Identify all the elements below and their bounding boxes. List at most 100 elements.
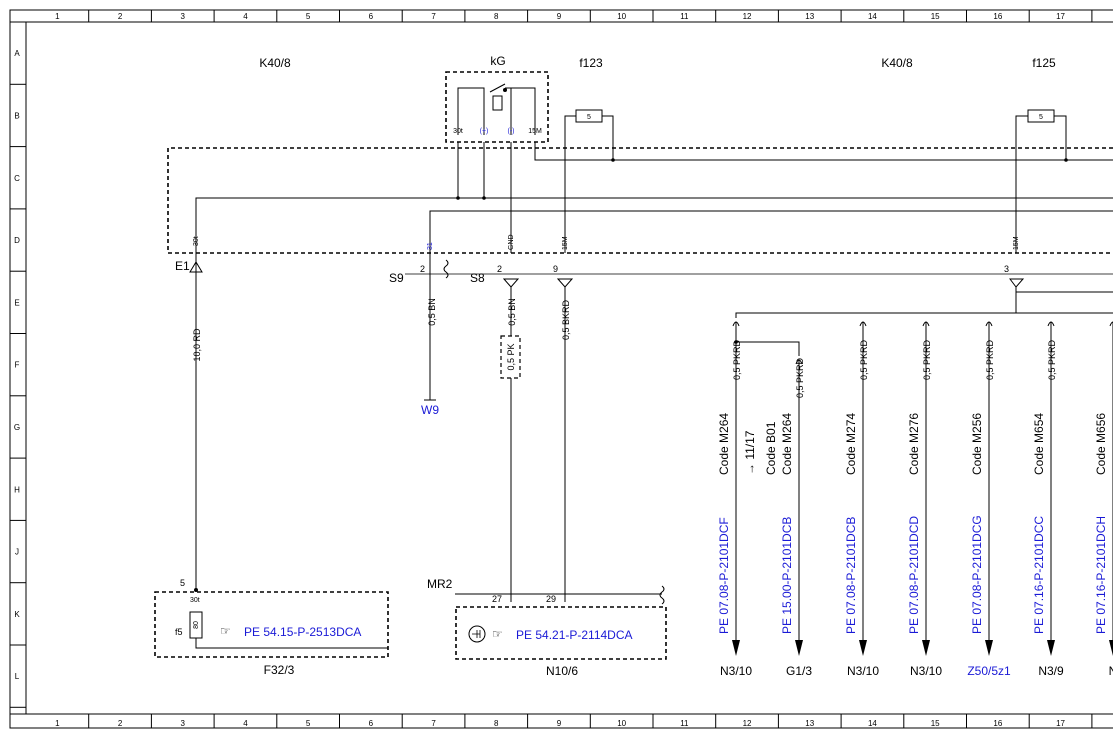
row-label: H <box>14 485 20 494</box>
k40-8-block <box>167 147 1113 254</box>
row-label: J <box>15 548 19 557</box>
f32-ref-link[interactable]: PE 54.15-P-2513DCA <box>244 625 361 639</box>
branch-target: N3/10 <box>847 664 879 678</box>
column-label: 15 <box>931 719 940 728</box>
column-label: 2 <box>118 719 123 728</box>
w9-link[interactable]: W9 <box>421 403 439 417</box>
column-label: 12 <box>743 12 752 21</box>
row-label: G <box>14 423 20 432</box>
column-label: 5 <box>306 719 311 728</box>
n10-6-block <box>455 585 667 660</box>
column-label: 11 <box>680 719 689 728</box>
arrow-icon <box>1047 640 1055 656</box>
branch-ref-link[interactable]: PE 07.08-P-2101DCD <box>907 516 921 634</box>
conn-pin-15m-b: 15M <box>1013 236 1020 250</box>
wire-w5: 0,5 BKRD <box>561 299 571 340</box>
column-label: 6 <box>369 12 374 21</box>
column-label: 17 <box>1056 12 1065 21</box>
branch-code-2: Code B01 <box>764 421 778 475</box>
branch-code: Code M654 <box>1032 413 1046 475</box>
e1-label: E1 <box>175 259 190 273</box>
column-label: 16 <box>993 719 1002 728</box>
branch-target[interactable]: Z50/5z1 <box>967 664 1011 678</box>
arrow-icon <box>922 640 930 656</box>
column-label: 4 <box>243 719 248 728</box>
internal-wiring <box>195 142 1113 253</box>
s8-branch <box>500 278 1025 602</box>
wire-w4: 0,5 PK <box>506 343 516 370</box>
conn-pin-30t: 30t <box>193 236 200 246</box>
wire-end <box>1109 321 1113 327</box>
branch-wire: 0,5 PKRD <box>922 339 932 380</box>
arrow-icon <box>985 640 993 656</box>
branch-target: N3/10 <box>720 664 752 678</box>
f125-label: f125 <box>1032 56 1056 70</box>
f32-hand-icon: ☞ <box>220 624 231 638</box>
kg-relay <box>445 71 549 143</box>
branch-wire: 0,5 PKRD <box>795 357 805 398</box>
arrow-icon <box>1109 640 1113 656</box>
row-label: D <box>14 236 20 245</box>
column-label: 16 <box>993 12 1002 21</box>
branch-code: Code M656 <box>1094 413 1108 475</box>
column-label: 9 <box>557 719 562 728</box>
column-label: 2 <box>118 12 123 21</box>
column-label: 3 <box>181 12 186 21</box>
pin-3: 3 <box>1004 264 1009 274</box>
branch-code: Code M276 <box>907 413 921 475</box>
wire-w3: 0,5 BN <box>507 298 517 326</box>
s9-branch <box>405 253 1113 401</box>
branch-ref-link[interactable]: PE 15.00-P-2101DCB <box>780 517 794 634</box>
branch-ref-link[interactable]: PE 07.16-P-2101DCH <box>1094 516 1108 634</box>
relay-pin-plus: (+) <box>480 128 489 135</box>
column-label: 17 <box>1056 719 1065 728</box>
row-label: B <box>14 111 19 120</box>
branch-wire: 0,5 PKRD <box>732 339 742 380</box>
pin-9: 9 <box>553 264 558 274</box>
n10-ref-link[interactable]: PE 54.21-P-2114DCA <box>516 628 633 642</box>
column-label: 13 <box>805 12 814 21</box>
column-label: 12 <box>743 719 752 728</box>
k40-left-label: K40/8 <box>259 56 291 70</box>
relay-pin-30t: 30t <box>453 128 463 135</box>
s8-pin: 2 <box>497 264 502 274</box>
pin-27: 27 <box>492 594 502 604</box>
column-label: 15 <box>931 12 940 21</box>
s8-label: S8 <box>470 271 485 285</box>
branch-ref-link[interactable]: PE 07.08-P-2101DCB <box>844 517 858 634</box>
branch-ref-link[interactable]: PE 07.16-P-2101DCC <box>1032 516 1046 634</box>
branch-code: Code M256 <box>970 413 984 475</box>
row-label: C <box>14 174 20 183</box>
k40-right-label: K40/8 <box>881 56 913 70</box>
column-label: 1 <box>55 719 60 728</box>
branch-code: Code M274 <box>844 413 858 475</box>
row-label: A <box>14 49 20 58</box>
pin-5: 5 <box>180 578 185 588</box>
pin-30t-f32: 30t <box>190 597 200 604</box>
branch-ref-link[interactable]: PE 07.08-P-2101DCG <box>970 515 984 634</box>
branch-code: Code M264 <box>780 413 794 475</box>
branch-crossref: → 11/17 <box>743 430 757 475</box>
wire-w2: 0,5 BN <box>427 298 437 326</box>
column-label: 8 <box>494 12 499 21</box>
fuse-f5-label: f5 <box>175 627 183 637</box>
column-label: 10 <box>617 719 626 728</box>
conn-pin-gnd: GND <box>508 234 515 250</box>
n10-hand-icon: ☞ <box>492 627 503 641</box>
arrow-icon <box>795 640 803 656</box>
branch-group: 0,5 PKRD Code M264 → 11/17 PE 07.08-P-2101D… <box>717 321 1113 678</box>
f32-3-block <box>154 588 389 658</box>
conn-pin-15m-a: 15M <box>562 236 569 250</box>
column-label: 11 <box>680 12 689 21</box>
arrow-icon <box>859 640 867 656</box>
branch-ref-link[interactable]: PE 07.08-P-2101DCF <box>717 517 731 634</box>
column-label: 1 <box>55 12 60 21</box>
drawing-frame <box>9 9 1113 729</box>
